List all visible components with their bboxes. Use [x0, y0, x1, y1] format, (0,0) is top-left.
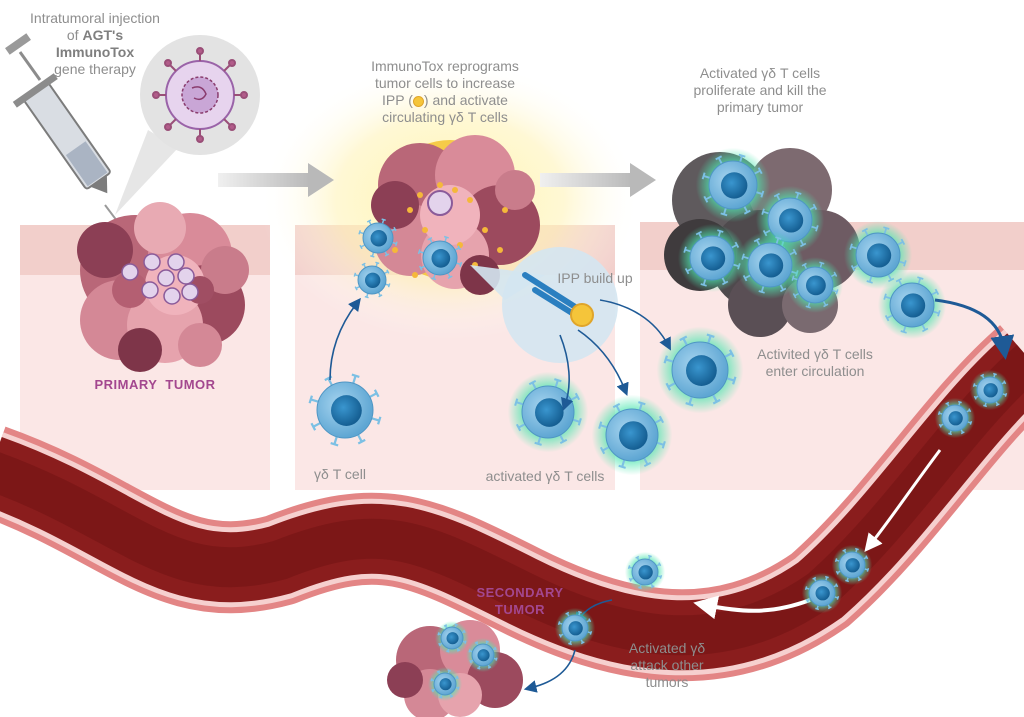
tcell-icon	[358, 218, 398, 258]
flow-arrow	[864, 449, 942, 553]
proliferate-line1: Activated γδ T cells	[699, 65, 821, 81]
reprogram-line3-pre: IPP (	[382, 92, 413, 108]
enter-circ-line1: Activited γδ T cells	[757, 346, 873, 362]
reprogram-label: ImmunoTox reprograms tumor cells to incr…	[350, 58, 540, 126]
enter-circ-line2: enter circulation	[765, 363, 865, 379]
activation-arrows	[329, 297, 671, 693]
tcell-icon	[831, 544, 873, 586]
injection-prefix: Intratumoral injection of	[30, 10, 160, 43]
arrow-icon	[218, 163, 334, 197]
tcell-icon	[934, 397, 976, 439]
tcell-icon	[591, 394, 673, 476]
virus-icon	[427, 190, 453, 216]
injection-label: Intratumoral injection of AGT's ImmunoTo…	[30, 10, 160, 78]
tcell-icon	[656, 326, 744, 414]
injection-product: ImmunoTox	[55, 44, 135, 60]
flow-arrow	[693, 595, 811, 620]
tcell-icon	[353, 261, 391, 299]
arrow-icon	[540, 163, 656, 197]
tcell-icon	[801, 572, 843, 614]
tcell-icon	[554, 607, 596, 649]
virus-icon	[152, 47, 248, 143]
secondary-line2: TUMOR	[494, 602, 546, 617]
injection-suffix: gene therapy	[54, 61, 136, 77]
tcell-icon	[434, 620, 470, 656]
tcell-icon	[695, 147, 771, 223]
tcell-icon	[877, 270, 947, 340]
ipp-buildup-label: IPP build up	[557, 270, 633, 286]
tcell-icon	[969, 369, 1011, 411]
circulation-arrow	[934, 298, 1015, 360]
attack-line2: attack other	[630, 657, 704, 673]
tcell-icon	[507, 371, 589, 453]
reprogram-line3-post: ) and activate	[423, 92, 508, 108]
tcell-icon	[735, 230, 805, 300]
tcell-layer-top	[427, 369, 1011, 702]
tcell-icon	[308, 373, 382, 447]
reprogram-line2: tumor cells to increase	[374, 75, 516, 91]
secondary-tumor-label: SECONDARY TUMOR	[465, 584, 575, 618]
syringe-icon	[5, 33, 149, 263]
proliferate-line2: proliferate and kill the	[693, 82, 827, 98]
attack-label: Activated γδ attack other tumors	[612, 640, 722, 691]
ipp-molecule-icon	[412, 95, 424, 107]
secondary-line1: SECONDARY	[476, 585, 564, 600]
tcell-icon	[465, 637, 501, 673]
ipp-callout	[470, 247, 618, 363]
attack-line3: tumors	[645, 674, 689, 690]
gd-tcell-label: γδ T cell	[314, 466, 366, 482]
enter-circulation-label: Activited γδ T cells enter circulation	[735, 346, 895, 380]
ipp-molecule-icon	[522, 272, 594, 327]
ipp-dots	[392, 182, 508, 278]
reprogram-line4: circulating γδ T cells	[382, 109, 508, 125]
activated-gd-label: activated γδ T cells	[485, 468, 605, 484]
attack-line1: Activated γδ	[628, 640, 706, 656]
tcell-icon	[787, 257, 843, 313]
proliferate-line3: primary tumor	[716, 99, 804, 115]
tcell-icon	[427, 666, 463, 702]
reprogram-line1: ImmunoTox reprograms	[371, 58, 519, 74]
tcell-icon	[843, 220, 913, 290]
tcell-layer	[308, 147, 947, 476]
tcell-icon	[417, 235, 463, 281]
primary-tumor-label: PRIMARY TUMOR	[94, 377, 216, 392]
injection-company: AGT's	[82, 27, 124, 43]
proliferate-label: Activated γδ T cells proliferate and kil…	[670, 65, 850, 116]
virus-particles	[121, 253, 199, 305]
tcell-icon	[624, 551, 666, 593]
tcell-icon	[677, 223, 747, 293]
virus-callout	[115, 35, 260, 215]
